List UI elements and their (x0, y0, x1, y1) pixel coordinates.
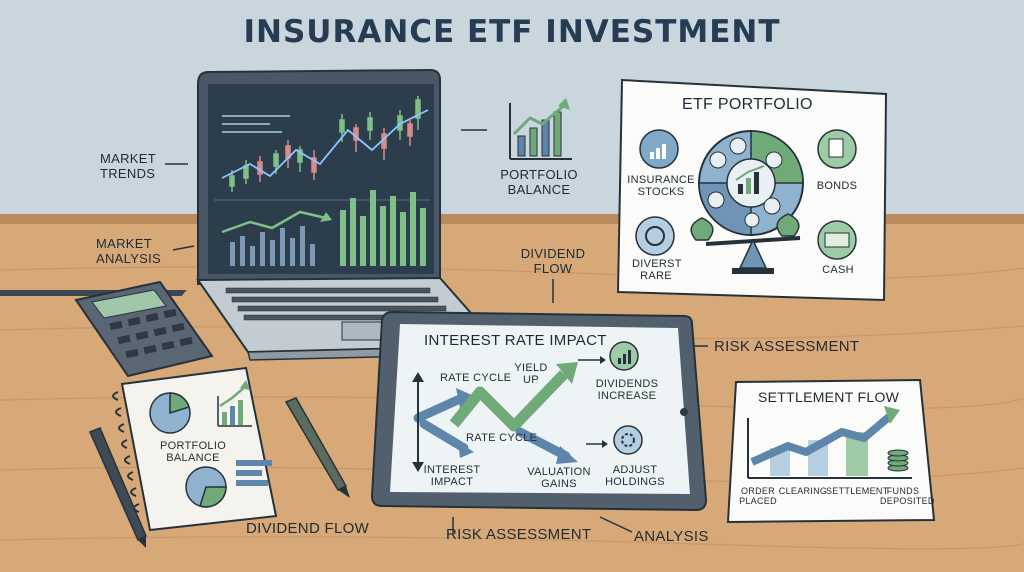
risk-assessment-bottom-label: RISK ASSESSMENT (446, 526, 592, 543)
settlement-step-order-placed: ORDER PLACED (739, 486, 777, 506)
settlement-flow-card (726, 378, 936, 524)
portfolio-balance-chart-icon (509, 98, 572, 160)
laptop (0, 68, 503, 361)
pen-left (88, 427, 147, 548)
settlement-step-funds-deposited: FUNDS DEPOSITED (880, 486, 935, 506)
interest-impact-label: INTEREST IMPACT (423, 464, 481, 488)
insurance-stocks-label: INSURANCE STOCKS (627, 174, 695, 198)
calculator (74, 280, 214, 378)
adjust-holdings-label: ADJUST HOLDINGS (605, 464, 665, 488)
settlement-step-settlement: SETTLEMENT (826, 486, 889, 496)
bonds-label: BONDS (816, 180, 858, 192)
etf-portfolio-title: ETF PORTFOLIO (682, 96, 813, 113)
rate-cycle-mid-label: RATE CYCLE (466, 432, 538, 444)
portfolio-balance-label: PORTFOLIO BALANCE (500, 167, 578, 197)
notebook (112, 366, 278, 532)
etf-portfolio-poster (616, 78, 888, 302)
settlement-flow-title: SETTLEMENT FLOW (758, 389, 900, 405)
yield-up-label: YIELD UP (514, 362, 548, 386)
settlement-step-clearing: CLEARING (778, 486, 828, 496)
dividend-flow-top-label: DIVIDEND FLOW (520, 246, 586, 276)
risk-assessment-right-label: RISK ASSESSMENT (714, 338, 860, 355)
diverst-rare-label: DIVERST RARE (632, 258, 682, 282)
tablet (370, 310, 708, 512)
rate-cycle-top-label: RATE CYCLE (440, 372, 512, 384)
dividends-increase-label: DIVIDENDS INCREASE (595, 378, 659, 402)
dividend-flow-bottom-label: DIVIDEND FLOW (246, 520, 370, 537)
market-trends-label: MARKET TRENDS (100, 151, 156, 181)
market-analysis-label: MARKET ANALYSIS (96, 236, 162, 266)
valuation-gains-label: VALUATION GAINS (527, 466, 591, 490)
interest-rate-impact-title: INTEREST RATE IMPACT (424, 332, 607, 349)
cash-label: CASH (822, 264, 854, 276)
page-title: INSURANCE ETF INVESTMENT (243, 14, 781, 50)
analysis-label: ANALYSIS (634, 528, 709, 545)
notebook-portfolio-balance-label: PORTFOLIO BALANCE (160, 440, 227, 464)
pen-right (284, 397, 350, 498)
